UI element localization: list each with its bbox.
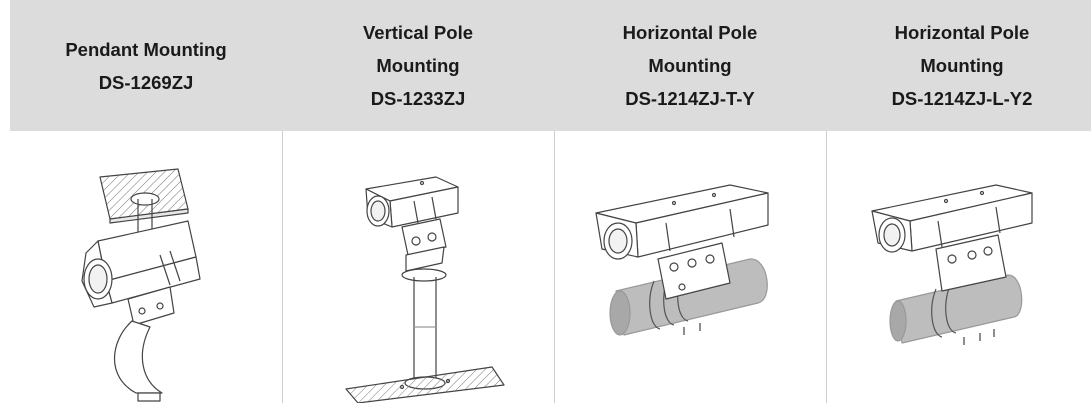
header-title: Vertical Pole bbox=[362, 22, 474, 43]
image-cell-horizontal-pole-l bbox=[826, 131, 1091, 403]
table-header-row: Pendant Mounting DS-1269ZJ Vertical Pole… bbox=[10, 0, 1091, 131]
mounting-options-table: Pendant Mounting DS-1269ZJ Vertical Pole… bbox=[10, 0, 1091, 403]
header-title: Horizontal Pole bbox=[894, 22, 1030, 43]
header-model: DS-1269ZJ bbox=[98, 71, 194, 93]
image-cell-horizontal-pole-t bbox=[554, 131, 826, 403]
vertical-pole-mount-drawing bbox=[345, 176, 505, 403]
pendant-mount-bracket-drawing bbox=[81, 168, 201, 402]
header-cell-horizontal-pole-l: Horizontal Pole Mounting DS-1214ZJ-L-Y2 bbox=[826, 0, 1091, 131]
header-title-line2: Mounting bbox=[648, 55, 732, 76]
header-title: Horizontal Pole bbox=[622, 22, 758, 43]
header-model: DS-1214ZJ-L-Y2 bbox=[891, 88, 1033, 109]
header-model: DS-1214ZJ-T-Y bbox=[625, 88, 755, 109]
column-divider bbox=[826, 131, 827, 403]
header-model: DS-1233ZJ bbox=[370, 88, 466, 109]
horizontal-pole-mount-drawing bbox=[595, 184, 769, 336]
header-cell-vertical-pole: Vertical Pole Mounting DS-1233ZJ bbox=[282, 0, 554, 131]
header-title-line2: Mounting bbox=[920, 55, 1004, 76]
column-divider bbox=[282, 131, 283, 403]
image-cell-vertical-pole bbox=[282, 131, 554, 403]
column-divider bbox=[554, 131, 555, 403]
header-title-line2: Mounting bbox=[376, 55, 460, 76]
horizontal-pole-mount-drawing bbox=[871, 184, 1033, 345]
image-cell-pendant bbox=[10, 131, 282, 403]
header-cell-horizontal-pole-t: Horizontal Pole Mounting DS-1214ZJ-T-Y bbox=[554, 0, 826, 131]
header-cell-pendant: Pendant Mounting DS-1269ZJ bbox=[10, 0, 282, 131]
header-title: Pendant Mounting bbox=[65, 38, 227, 60]
